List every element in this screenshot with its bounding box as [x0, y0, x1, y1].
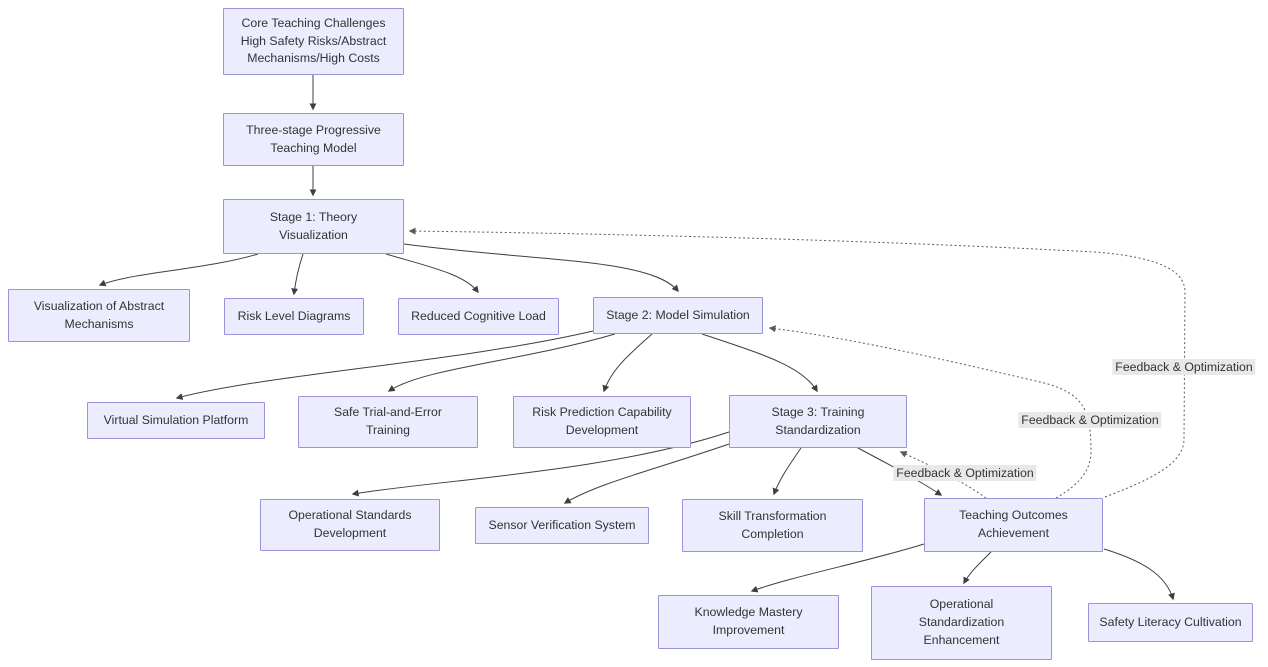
node-stage2: Stage 2: Model Simulation [593, 297, 763, 334]
edge-teaching-outcomes-to-safety-literacy [1103, 548, 1175, 601]
edge-stage1-to-reduced-cognitive-load [385, 253, 479, 294]
edge-label-feedback-optimization-3: Feedback & Optimization [893, 465, 1037, 481]
edge-label-feedback-optimization-2: Feedback & Optimization [1018, 412, 1162, 428]
edge-stage3-to-skill-transformation [772, 447, 802, 496]
node-safe-trial-error: Safe Trial-and-Error Training [298, 396, 478, 448]
node-teaching-outcomes: Teaching Outcomes Achievement [924, 498, 1103, 552]
edge-stage2-to-risk-prediction [602, 333, 653, 393]
edge-teaching-outcomes-to-knowledge-mastery [750, 543, 925, 593]
node-sensor-verification: Sensor Verification System [475, 507, 649, 544]
node-safety-literacy: Safety Literacy Cultivation [1088, 603, 1253, 642]
node-visualization-abstract: Visualization of Abstract Mechanisms [8, 289, 190, 342]
edge-stage1-to-visualization-abstract [98, 253, 259, 287]
edge-stage3-to-sensor-verification [563, 443, 730, 504]
node-operational-standards: Operational Standards Development [260, 499, 440, 551]
node-reduced-cognitive-load: Reduced Cognitive Load [398, 298, 559, 335]
node-core-challenges: Core Teaching Challenges High Safety Ris… [223, 8, 404, 75]
node-risk-level-diagrams: Risk Level Diagrams [224, 298, 364, 335]
node-operational-standardization: Operational Standardization Enhancement [871, 586, 1052, 660]
edge-stage1-to-risk-level-diagrams [291, 253, 304, 296]
edge-teaching-outcomes-to-stage2 [768, 325, 1092, 499]
node-risk-prediction: Risk Prediction Capability Development [513, 396, 691, 448]
edge-teaching-outcomes-to-operational-standardization [963, 551, 992, 585]
node-skill-transformation: Skill Transformation Completion [682, 499, 863, 552]
node-stage3: Stage 3: Training Standardization [729, 395, 907, 448]
node-three-stage-model: Three-stage Progressive Teaching Model [223, 113, 404, 166]
edge-stage2-to-virtual-simulation [175, 330, 594, 400]
edge-stage2-to-safe-trial-error [387, 333, 616, 392]
edge-stage1-to-stage2 [403, 243, 679, 293]
node-stage1: Stage 1: Theory Visualization [223, 199, 404, 254]
node-virtual-simulation: Virtual Simulation Platform [87, 402, 265, 439]
edge-teaching-outcomes-to-stage1 [408, 227, 1186, 498]
edge-label-feedback-optimization-1: Feedback & Optimization [1112, 359, 1256, 375]
edge-stage2-to-stage3 [701, 333, 818, 393]
node-knowledge-mastery: Knowledge Mastery Improvement [658, 595, 839, 649]
